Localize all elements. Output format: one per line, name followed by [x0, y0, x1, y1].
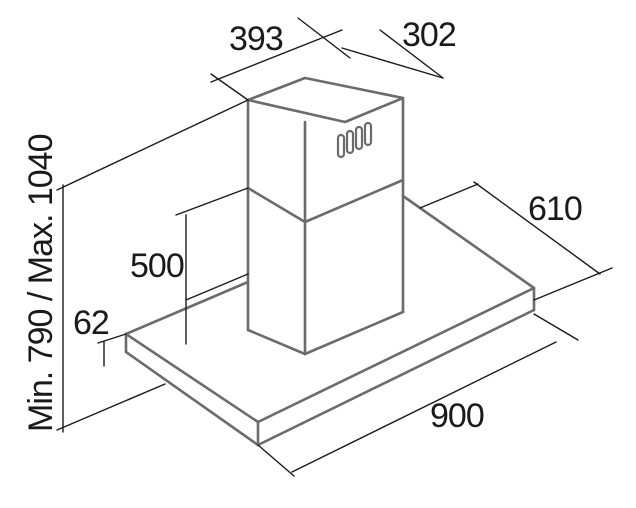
dim-393-line [210, 29, 343, 83]
lower-chimney-base [303, 310, 405, 356]
dimension-lines [56, 17, 613, 477]
dim-610-ext-bottom [533, 267, 613, 301]
lower-chimney [246, 178, 405, 356]
lower-chimney-left-base [246, 328, 307, 356]
dim-500-ext-bottom [185, 273, 249, 301]
label-canopy-depth: 610 [528, 190, 582, 228]
dim-900-ext-left [257, 444, 295, 477]
upper-chimney [246, 76, 405, 224]
vent-slot [345, 129, 355, 155]
dim-302-ext [379, 29, 444, 79]
upper-chimney-top [246, 76, 405, 124]
label-chimney-width: 393 [229, 20, 283, 58]
dim-610-ext-top [419, 183, 479, 209]
canopy-top-right [401, 194, 536, 290]
label-canopy-width: 900 [430, 397, 484, 435]
label-chimney-depth: 302 [402, 16, 456, 54]
vent-slot [363, 121, 373, 147]
dim-height-ext-top [56, 99, 249, 191]
dim-900-line [291, 341, 557, 473]
dimension-labels: 393 302 610 500 62 900 Min. 790 / Max. 1… [22, 16, 583, 435]
dim-302-line [341, 47, 444, 79]
vent-slot [336, 133, 346, 159]
canopy-top [124, 280, 250, 336]
dim-62-ext [97, 333, 127, 344]
dim-393-ext-right [297, 17, 351, 59]
vent-grille [336, 121, 373, 159]
upper-chimney-bottom [246, 178, 405, 224]
label-lower-chimney-height: 500 [130, 247, 184, 285]
label-canopy-thickness: 62 [73, 304, 109, 342]
label-overall-height: Min. 790 / Max. 1040 [22, 134, 60, 432]
hood-drawing [124, 76, 536, 447]
dim-900-ext-right [533, 313, 579, 341]
vent-slot [354, 125, 364, 151]
dim-height-ext-bottom [56, 383, 166, 431]
dim-610-line [473, 181, 601, 275]
dim-500-ext-top [175, 187, 249, 216]
dim-393-ext-left [210, 73, 249, 101]
